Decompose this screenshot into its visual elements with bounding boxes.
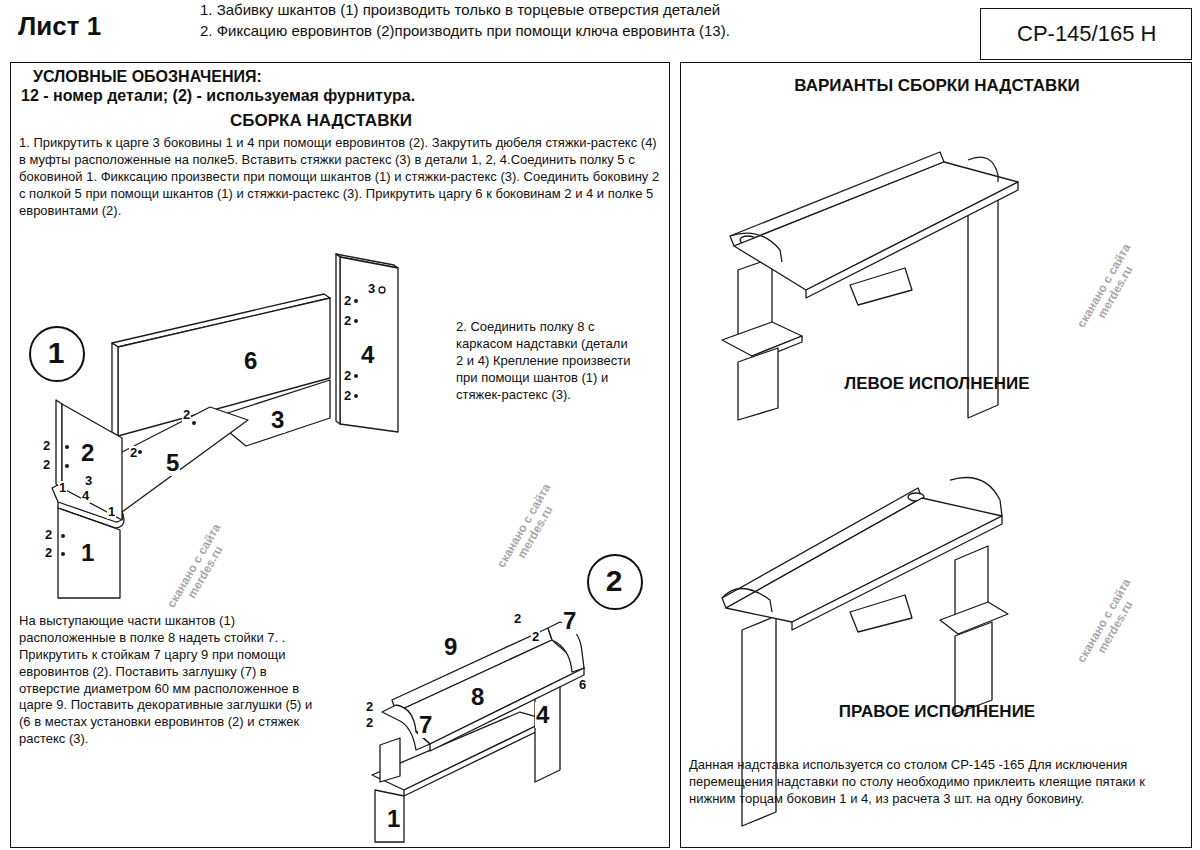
step-number: 1 <box>31 328 81 378</box>
hardware-number: 2 <box>343 369 352 383</box>
step-text: 1. Прикрутить к царге 3 боковины 1 и 4 п… <box>19 135 667 219</box>
hardware-number: 2 <box>42 439 51 453</box>
end-cap <box>722 588 772 612</box>
step-text: 2. Соединить полку 8 с каркасом надставк… <box>456 319 636 403</box>
board-edge <box>112 343 118 436</box>
hardware-number: 6 <box>578 678 587 692</box>
step-text: На выступающие части шкантов (1) располо… <box>19 613 319 748</box>
legend-heading: УСЛОВНЫЕ ОБОЗНАЧЕНИЯ: <box>33 67 633 88</box>
step-circle: 1 <box>29 326 85 382</box>
part-number: 2 <box>80 440 95 466</box>
board-edge <box>336 254 340 424</box>
section-heading: ВАРИАНТЫ СБОРКИ НАДСТАВКИ <box>681 75 1193 97</box>
step-circle: 2 <box>587 554 643 610</box>
board-edge <box>56 400 62 488</box>
part-number: 5 <box>165 450 180 476</box>
top-shelf <box>726 498 1002 622</box>
hardware-number: 2 <box>44 546 53 560</box>
part-number: 1 <box>80 540 95 566</box>
hardware-number: 2 <box>343 314 352 328</box>
variant-caption: ЛЕВОЕ ИСПОЛНЕНИЕ <box>681 373 1193 395</box>
model-code: СР-145/165 Н <box>1017 20 1156 49</box>
side-1 <box>375 790 404 842</box>
hardware-number: 2 <box>44 528 53 542</box>
model-box: СР-145/165 Н <box>980 8 1192 60</box>
step-number: 2 <box>589 556 639 606</box>
end-cap <box>968 157 998 182</box>
hardware-number: 2 <box>343 294 352 308</box>
variant-caption: ПРАВОЕ ИСПОЛНЕНИЕ <box>681 701 1193 723</box>
side-1 <box>58 508 120 598</box>
assembly-panel: УСЛОВНЫЕ ОБОЗНАЧЕНИЯ:12 - номер детали; … <box>10 62 670 848</box>
variants-panel: ВАРИАНТЫ СБОРКИ НАДСТАВКИ ЛЕВОЕ ИСПОЛНЕНИ… <box>680 62 1192 848</box>
watermark: сканано с сайта merdes.ru <box>1073 573 1148 676</box>
legend-text: 12 - номер детали; (2) - используемая фу… <box>21 86 661 107</box>
part-number: 4 <box>535 702 550 728</box>
hardware-number: 4 <box>81 489 90 503</box>
side-2 <box>62 404 122 520</box>
side-4 <box>340 257 398 432</box>
sheet-number: Лист 1 <box>18 12 101 41</box>
part-number: 6 <box>243 348 258 374</box>
hardware-number: 2 <box>531 630 540 644</box>
hardware-number: 2 <box>343 389 352 403</box>
hardware-number: 2 <box>513 612 522 626</box>
lower-shelf <box>850 268 912 305</box>
hardware-number: 3 <box>367 282 376 296</box>
upright <box>380 738 400 782</box>
shelf-8 <box>396 640 584 744</box>
note-text: Данная надставка используется со столом … <box>689 757 1187 808</box>
shelf-edge <box>430 668 584 751</box>
end-cap <box>730 233 782 262</box>
lower-shelf <box>850 595 912 632</box>
part-number: 8 <box>470 684 485 710</box>
hardware-number: 1 <box>58 481 67 495</box>
shelf-edge <box>58 502 124 528</box>
part-number: 7 <box>418 712 433 738</box>
shelf-edge <box>806 182 1018 298</box>
part-number: 4 <box>360 342 375 368</box>
header-note: 1. Забивку шкантов (1) производить тольк… <box>200 2 720 19</box>
watermark: сканано с сайта merdes.ru <box>1073 238 1148 341</box>
rail-3 <box>212 380 330 446</box>
hardware-number: 2 <box>365 716 374 730</box>
upright <box>955 622 992 714</box>
part-number: 1 <box>386 806 401 832</box>
watermark: сканано с сайта merdes.ru <box>163 518 238 621</box>
hardware-number: 2 <box>42 458 51 472</box>
hardware-number: 2 <box>365 700 374 714</box>
part-number: 9 <box>443 634 458 660</box>
section-heading: СБОРКА НАДСТАВКИ <box>11 110 631 132</box>
hardware-number: 1 <box>107 505 116 519</box>
hardware-number: 2 <box>182 408 191 422</box>
part-number: 3 <box>270 407 285 433</box>
end-cap <box>950 478 1002 517</box>
top-shelf <box>734 162 1018 290</box>
header-note: 2. Фиксацию евровинтов (2)производить пр… <box>200 23 730 40</box>
mid-shelf <box>722 322 802 356</box>
upright <box>738 348 778 420</box>
hardware-number: 3 <box>84 474 93 488</box>
hardware-number: 2 <box>129 446 138 460</box>
shelf-edge <box>792 516 1002 630</box>
part-number: 7 <box>562 608 577 634</box>
watermark: сканано с сайта merdes.ru <box>493 478 568 581</box>
